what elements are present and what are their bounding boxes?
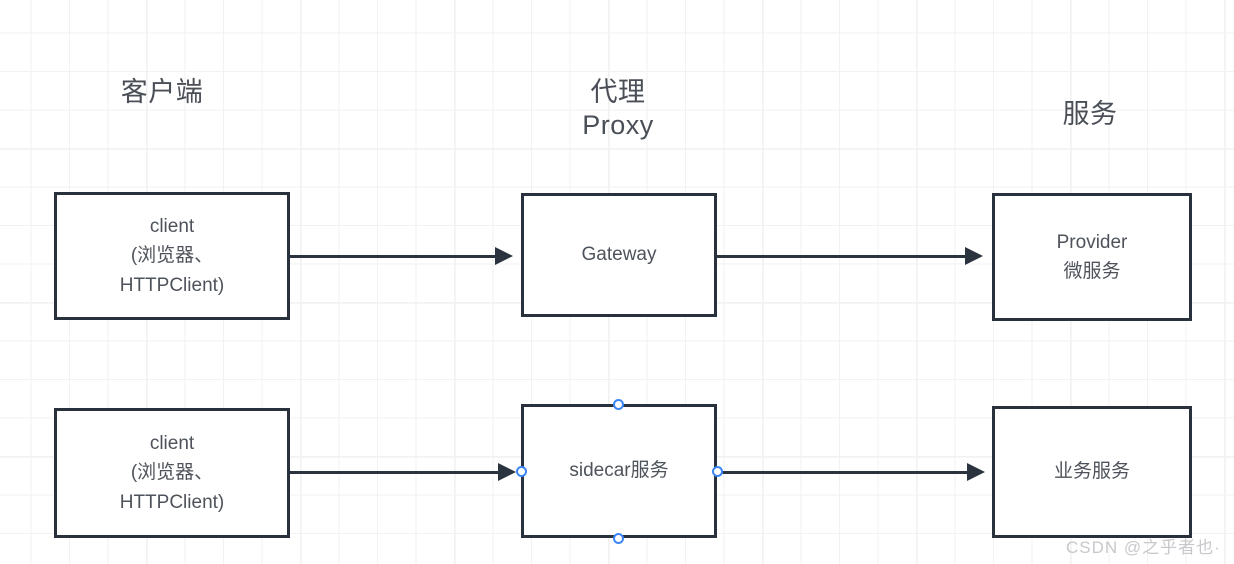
node-business[interactable]: 业务服务 [992,406,1192,538]
edge-client-to-gateway-line [290,255,495,258]
edge-gateway-to-provider-arrowhead [965,247,983,265]
node-provider[interactable]: Provider 微服务 [992,193,1192,321]
node-gateway-label: Gateway [581,244,657,266]
node-provider-label: Provider 微服务 [1056,231,1128,282]
edge-sidecar-to-business-arrowhead [967,463,985,481]
edge-gateway-to-provider-line [717,255,965,258]
sidecar-handle-right-icon[interactable] [712,466,723,477]
edge-client-to-sidecar-arrowhead [498,463,516,481]
node-client-bottom[interactable]: client (浏览器、 HTTPClient) [54,408,290,538]
csdn-watermark: CSDN @之乎者也· [1066,538,1221,557]
sidecar-handle-bottom-icon[interactable] [613,533,624,544]
sidecar-handle-left-icon[interactable] [516,466,527,477]
node-sidecar-label: sidecar服务 [569,460,669,482]
edge-client-to-gateway-arrowhead [495,247,513,265]
node-client-bottom-label: client (浏览器、 HTTPClient) [119,432,225,513]
edge-client-to-sidecar-line [290,471,498,474]
node-sidecar[interactable]: sidecar服务 [521,404,717,538]
sidecar-handle-top-icon[interactable] [613,399,624,410]
column-header-service: 服务 [1062,99,1118,129]
edge-sidecar-to-business-line [719,471,967,474]
node-client-top-label: client (浏览器、 HTTPClient) [119,215,225,296]
node-gateway[interactable]: Gateway [521,193,717,317]
column-header-proxy: 代理 Proxy [582,77,654,140]
node-client-top[interactable]: client (浏览器、 HTTPClient) [54,192,290,320]
node-business-label: 业务服务 [1053,461,1130,483]
column-header-client: 客户端 [120,77,204,107]
